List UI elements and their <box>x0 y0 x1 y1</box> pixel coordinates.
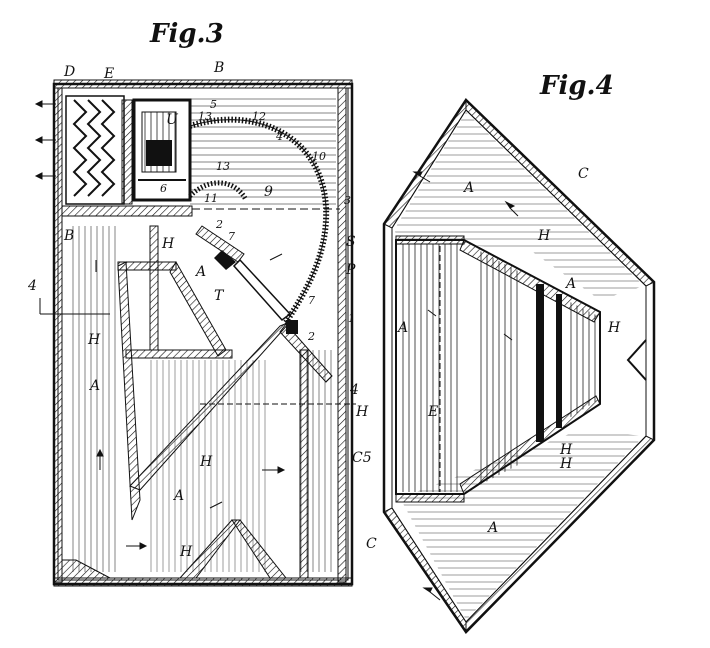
fig4-label-h3: H <box>559 442 573 458</box>
fig4-title: Fig.4 <box>539 71 614 101</box>
fig4-chamber-shading-right <box>566 300 598 420</box>
lower-left-shading <box>70 226 116 572</box>
fig3-flow-arrows <box>34 100 286 550</box>
label-c5: C5 <box>352 450 372 466</box>
right-wall-p <box>337 87 347 583</box>
label-c: C <box>366 536 377 552</box>
fig4-chamber-shading-left <box>398 244 462 492</box>
fig4-label-a-left: A <box>396 320 408 336</box>
fig4-notch <box>626 339 647 381</box>
upper-chamber-shading <box>190 96 336 206</box>
triangle-left-side <box>178 519 242 579</box>
label-6: 6 <box>160 182 167 195</box>
fig4-chamber-shading-mid <box>478 250 520 486</box>
label-d: D <box>63 64 75 80</box>
label-12: 12 <box>252 110 266 123</box>
fig4-upper-zone-shading <box>394 112 644 300</box>
label-a-a: A <box>194 264 206 280</box>
label-h-b: H <box>87 332 101 348</box>
label-a-c: A <box>172 488 184 504</box>
label-1: 1 <box>348 312 355 325</box>
fig4-baffle-lower <box>459 395 601 495</box>
fig4-dark-bar-2 <box>556 294 562 428</box>
baffle-right-vertical <box>299 349 309 579</box>
label-7a: 7 <box>228 230 235 243</box>
zigzag-3 <box>100 99 116 197</box>
fig4-baffle-top <box>395 235 465 245</box>
label-b-left: B <box>63 228 74 244</box>
label-a-b: A <box>88 378 100 394</box>
label-h-d: H <box>199 454 213 470</box>
top-board <box>53 79 353 89</box>
label-3: 3 <box>344 194 351 207</box>
fig3-title: Fig.3 <box>149 19 224 49</box>
zigzag-2 <box>86 99 102 197</box>
left-wall <box>53 87 63 583</box>
curved-duct-11 <box>188 180 249 202</box>
fig4-wall-top-right <box>465 98 655 287</box>
label-p: P <box>345 262 356 278</box>
block-7b <box>286 320 298 334</box>
label-b-top: B <box>213 60 224 76</box>
label-5: 5 <box>210 98 217 111</box>
zigzag-1 <box>72 99 88 197</box>
label-section-4b: 4 <box>349 382 359 398</box>
fig4-label-a-bottom: A <box>486 520 498 536</box>
label-7b: 7 <box>308 294 315 307</box>
label-9: 9 <box>264 184 273 200</box>
fig4-baffle-upper <box>459 239 601 323</box>
fig4-label-h2: H <box>607 320 621 336</box>
fig4-label-a-mid: A <box>564 276 576 292</box>
baffle-mid-shelf <box>125 349 233 359</box>
label-2b: 2 <box>307 330 315 343</box>
label-s: S <box>346 234 356 250</box>
fig4-label-h1: H <box>537 228 551 244</box>
motor-housing-u <box>132 98 192 202</box>
figure-4: Fig.4 <box>382 71 656 634</box>
label-e: E <box>103 66 114 82</box>
figure-3: Fig.3 <box>27 19 377 587</box>
plate-t <box>232 258 292 322</box>
baffle-inner-post <box>149 225 159 351</box>
fig4-label-h4: H <box>559 456 573 472</box>
label-2a: 2 <box>215 218 223 231</box>
label-13a: 13 <box>198 110 212 123</box>
fig4-wall-bottom-left <box>383 507 467 634</box>
filter-frame <box>121 99 133 205</box>
fig4-flow-arrows <box>412 171 544 601</box>
label-10: 10 <box>312 150 326 163</box>
label-h-e: H <box>179 544 193 560</box>
label-4: 4 <box>275 130 283 143</box>
fig4-label-e: E <box>427 404 438 420</box>
partition-b <box>61 205 193 217</box>
fig4-baffle-bottom <box>395 493 465 503</box>
fig4-label-c: C <box>578 166 589 182</box>
label-13b: 13 <box>216 160 230 173</box>
fig4-label-a-top: A <box>462 180 474 196</box>
baffle-top-shelf <box>117 261 177 271</box>
label-t: T <box>214 288 225 304</box>
block-7 <box>214 250 236 270</box>
motor-rotor <box>146 140 172 166</box>
label-section-4a: 4 <box>27 278 37 294</box>
bottom-board <box>53 577 353 587</box>
label-u: U <box>166 112 179 128</box>
label-11: 11 <box>204 192 218 205</box>
label-h-c: H <box>355 404 369 420</box>
curved-duct-10-edge <box>189 119 327 325</box>
corner-fill-left <box>61 559 111 579</box>
label-h-a: H <box>161 236 175 252</box>
